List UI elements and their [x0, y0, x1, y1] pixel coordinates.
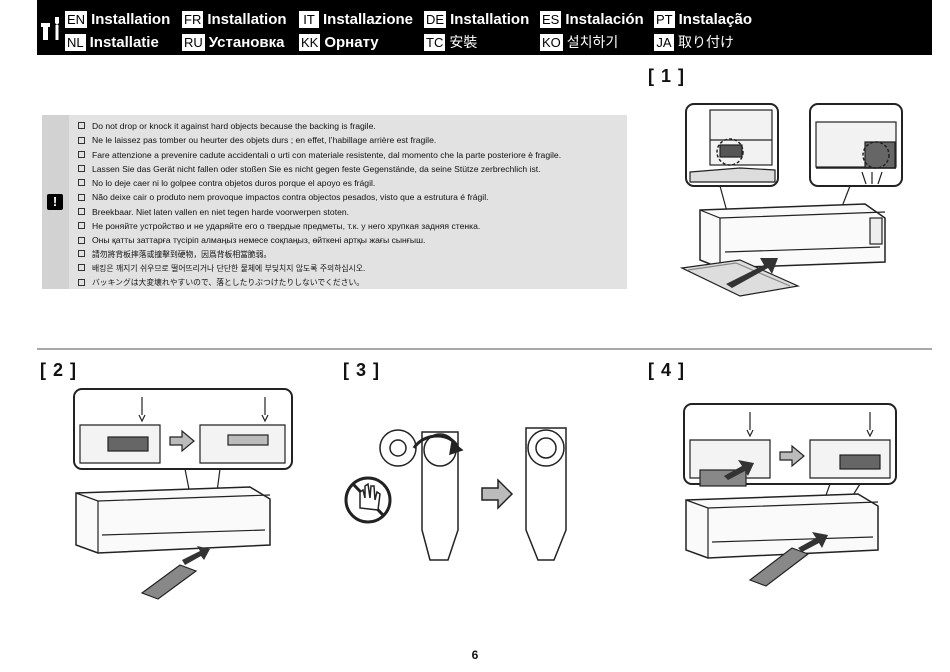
- step-4-label: [ 4 ]: [648, 360, 686, 380]
- caution-note: ! Do not drop or knock it against hard o…: [42, 115, 627, 289]
- step-3-illustration: [344, 427, 567, 561]
- step-2-illustration: [73, 388, 293, 600]
- caution-item-es: No lo deje caer ni lo golpee contra obje…: [78, 176, 561, 190]
- caution-item-ru: Не роняйте устройство и не ударяйте его …: [78, 219, 561, 233]
- checkbox-bullet-icon: [78, 236, 85, 244]
- checkbox-bullet-icon: [78, 264, 85, 272]
- step-3-label: [ 3 ]: [343, 360, 381, 380]
- caution-item-en: Do not drop or knock it against hard obj…: [78, 119, 561, 133]
- caution-item-fr: Ne le laissez pas tomber ou heurter des …: [78, 133, 561, 147]
- caution-list: Do not drop or knock it against hard obj…: [78, 119, 561, 291]
- caution-item-nl: Breekbaar. Niet laten vallen en niet teg…: [78, 205, 561, 219]
- checkbox-bullet-icon: [78, 222, 85, 230]
- step-4-illustration: [683, 403, 897, 587]
- checkbox-bullet-icon: [78, 179, 85, 187]
- checkbox-bullet-icon: [78, 150, 85, 158]
- step-2-label: [ 2 ]: [40, 360, 78, 380]
- checkbox-bullet-icon: [78, 136, 85, 144]
- caution-item-tc: 請勿將背板摔落或撞擊到硬物，因爲背板相當脆弱。: [78, 248, 561, 262]
- tools-icon: [41, 17, 59, 40]
- checkbox-bullet-icon: [78, 250, 85, 258]
- caution-item-ko: 배킹은 깨지기 쉬우므로 떨어뜨리거나 단단한 물체에 부딪치지 않도록 주의하…: [78, 262, 561, 276]
- checkbox-bullet-icon: [78, 165, 85, 173]
- note-side-bar: !: [42, 115, 69, 289]
- caution-item-kk: Оны қатты заттарға түсіріп алмаңыз немес…: [78, 233, 561, 247]
- exclamation-icon: !: [47, 194, 63, 210]
- checkbox-bullet-icon: [78, 122, 85, 130]
- section-divider: [37, 348, 932, 350]
- page-number: 6: [471, 648, 479, 662]
- step-1-label: [ 1 ]: [648, 66, 686, 86]
- checkbox-bullet-icon: [78, 208, 85, 216]
- checkbox-bullet-icon: [78, 278, 85, 286]
- caution-item-pt: Não deixe cair o produto nem provoque im…: [78, 190, 561, 204]
- caution-item-ja: バッキングは大変壊れやすいので、落としたりぶつけたりしないでください。: [78, 276, 561, 290]
- checkbox-bullet-icon: [78, 193, 85, 201]
- caution-item-de: Lassen Sie das Gerät nicht fallen oder s…: [78, 162, 561, 176]
- caution-item-it: Fare attenzione a prevenire cadute accid…: [78, 148, 561, 162]
- step-1-illustration: [680, 103, 903, 297]
